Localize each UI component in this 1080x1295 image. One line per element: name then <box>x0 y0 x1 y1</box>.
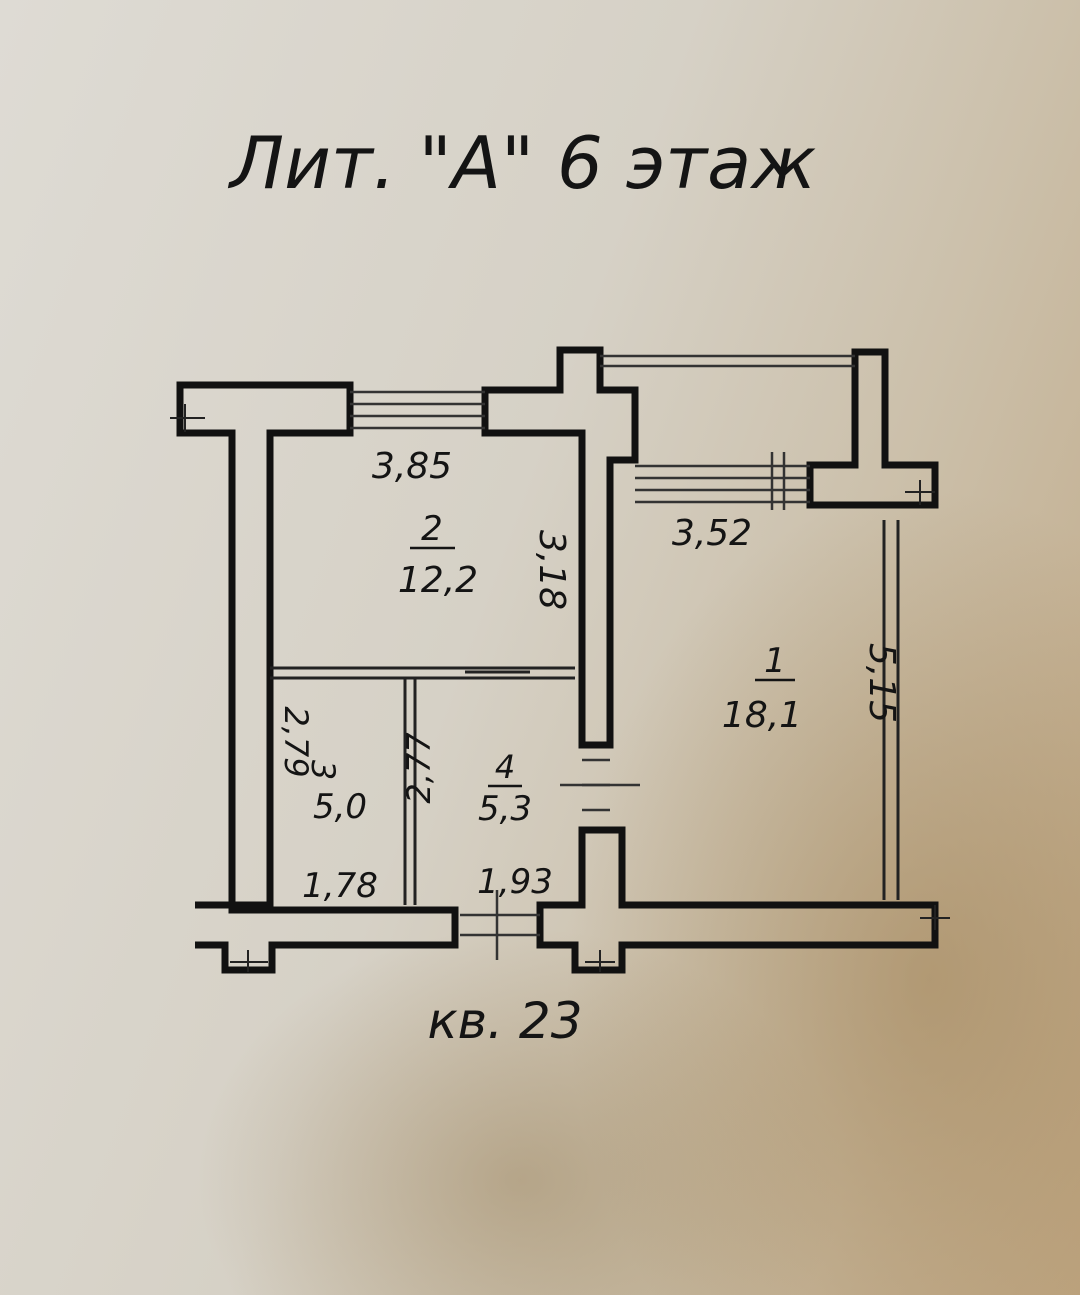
axis-ticks <box>170 404 950 972</box>
wall-right-top <box>806 348 939 509</box>
apartment-label: кв. 23 <box>427 992 582 1050</box>
room-2-area: 12,2 <box>398 560 478 601</box>
wall-bottom-right <box>536 826 939 974</box>
walls <box>176 346 939 974</box>
room-4-width: 1,93 <box>477 862 553 902</box>
partitions <box>270 520 900 905</box>
room-3-length: 2,79 <box>277 706 315 777</box>
room-1-area: 18,1 <box>722 695 802 736</box>
room-4: 2,77 4 5,3 1,93 <box>400 732 553 902</box>
room-2: 3,85 2 12,2 3,18 <box>372 446 572 610</box>
room-3: 2,79 3 5,0 1,78 <box>277 706 378 906</box>
room-1-length: 5,15 <box>861 643 902 723</box>
room-2-number: 2 <box>421 509 443 549</box>
room-3-width: 1,78 <box>302 866 378 906</box>
room-1-number: 1 <box>764 641 786 681</box>
wall-bottom-left <box>195 901 459 974</box>
wall-left-outer <box>176 381 354 914</box>
room-2-width: 3,85 <box>372 446 452 487</box>
room-1-width: 3,52 <box>672 513 752 554</box>
room-3-number: 3 <box>304 760 342 780</box>
windows <box>350 354 855 960</box>
room-3-area: 5,0 <box>313 787 367 827</box>
room-4-length: 2,77 <box>400 732 438 804</box>
page-title: Лит. "А" 6 этаж <box>227 121 816 205</box>
room-4-number: 4 <box>495 748 515 786</box>
room-1: 1 18,1 3,52 5,15 <box>672 513 902 736</box>
room-2-length: 3,18 <box>531 530 572 610</box>
room-4-area: 5,3 <box>478 789 532 829</box>
wall-center-top <box>481 346 639 749</box>
